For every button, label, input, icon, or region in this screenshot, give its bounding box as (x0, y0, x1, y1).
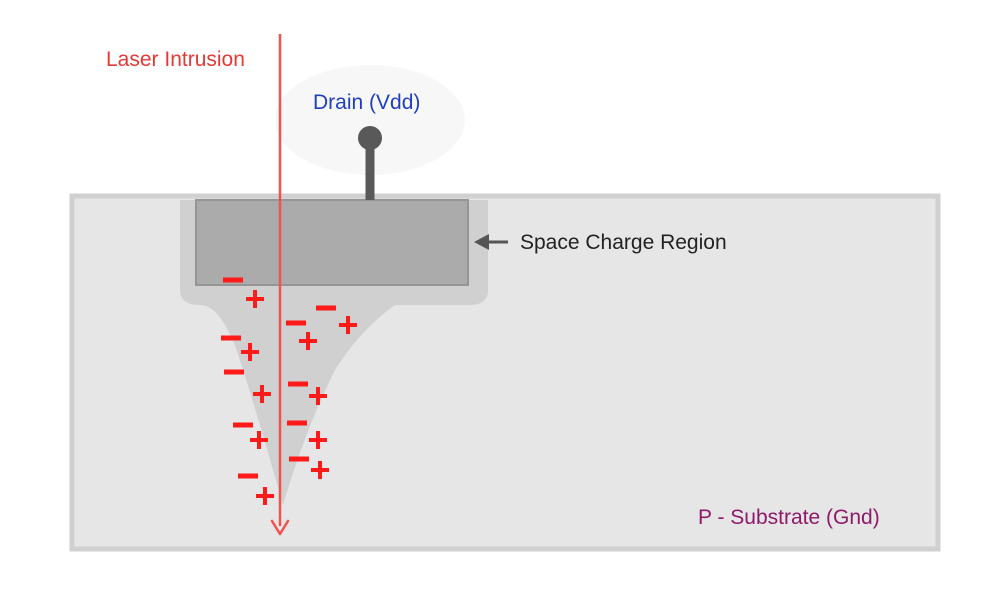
laser-label: Laser Intrusion (106, 48, 245, 71)
hole-plus (339, 316, 357, 334)
electron-minus (287, 420, 307, 426)
electron-minus (288, 381, 308, 387)
electron-minus (221, 335, 241, 341)
hole-plus (246, 290, 264, 308)
hole-plus (309, 387, 327, 405)
hole-plus (299, 332, 317, 350)
hole-plus (256, 487, 274, 505)
charge-carriers (221, 277, 357, 505)
electron-minus (238, 473, 258, 479)
drain-label: Drain (Vdd) (313, 91, 420, 114)
drain-glow (275, 65, 465, 175)
hole-plus (241, 343, 259, 361)
space-charge-pointer-head (474, 234, 489, 250)
electron-minus (316, 305, 336, 311)
electron-minus (289, 456, 309, 462)
electron-minus (286, 320, 306, 326)
electron-minus (223, 277, 243, 283)
electron-minus (224, 369, 244, 375)
hole-plus (253, 385, 271, 403)
electron-minus (233, 422, 253, 428)
drain-terminal-node (358, 126, 382, 150)
drain-diffusion (195, 199, 469, 286)
hole-plus (311, 461, 329, 479)
space-charge-label: Space Charge Region (520, 231, 727, 254)
laser-arrowhead (270, 519, 290, 536)
substrate-label: P - Substrate (Gnd) (698, 506, 880, 529)
hole-plus (309, 431, 327, 449)
hole-plus (250, 431, 268, 449)
